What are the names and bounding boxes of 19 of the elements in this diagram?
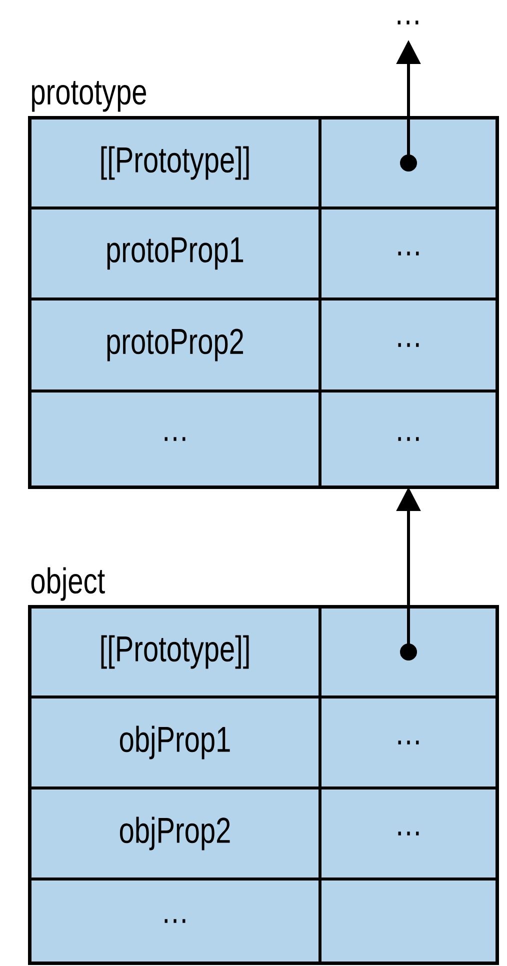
- table-cell: [318, 606, 498, 698]
- table-cell: [[Prototype]]: [28, 606, 322, 698]
- table-cell: …: [318, 206, 498, 300]
- ellipsis-text: …: [398, 20, 418, 24]
- table-cell: …: [318, 696, 498, 790]
- node-label: object: [31, 567, 105, 601]
- table-cell: …: [318, 786, 498, 880]
- node-label: prototype: [32, 81, 146, 112]
- table-cell: [318, 116, 498, 210]
- table-cell: [318, 878, 498, 964]
- table-cell: …: [318, 390, 498, 488]
- table-cell: …: [318, 298, 498, 392]
- table-cell: protoProp1: [28, 206, 322, 300]
- table-cell: [[Prototype]]: [28, 116, 322, 210]
- table-cell: objProp2: [28, 786, 322, 880]
- table-cell: protoProp2: [28, 298, 322, 392]
- table-cell: …: [28, 390, 322, 488]
- table-cell: …: [28, 878, 322, 964]
- table-cell: objProp1: [28, 696, 322, 790]
